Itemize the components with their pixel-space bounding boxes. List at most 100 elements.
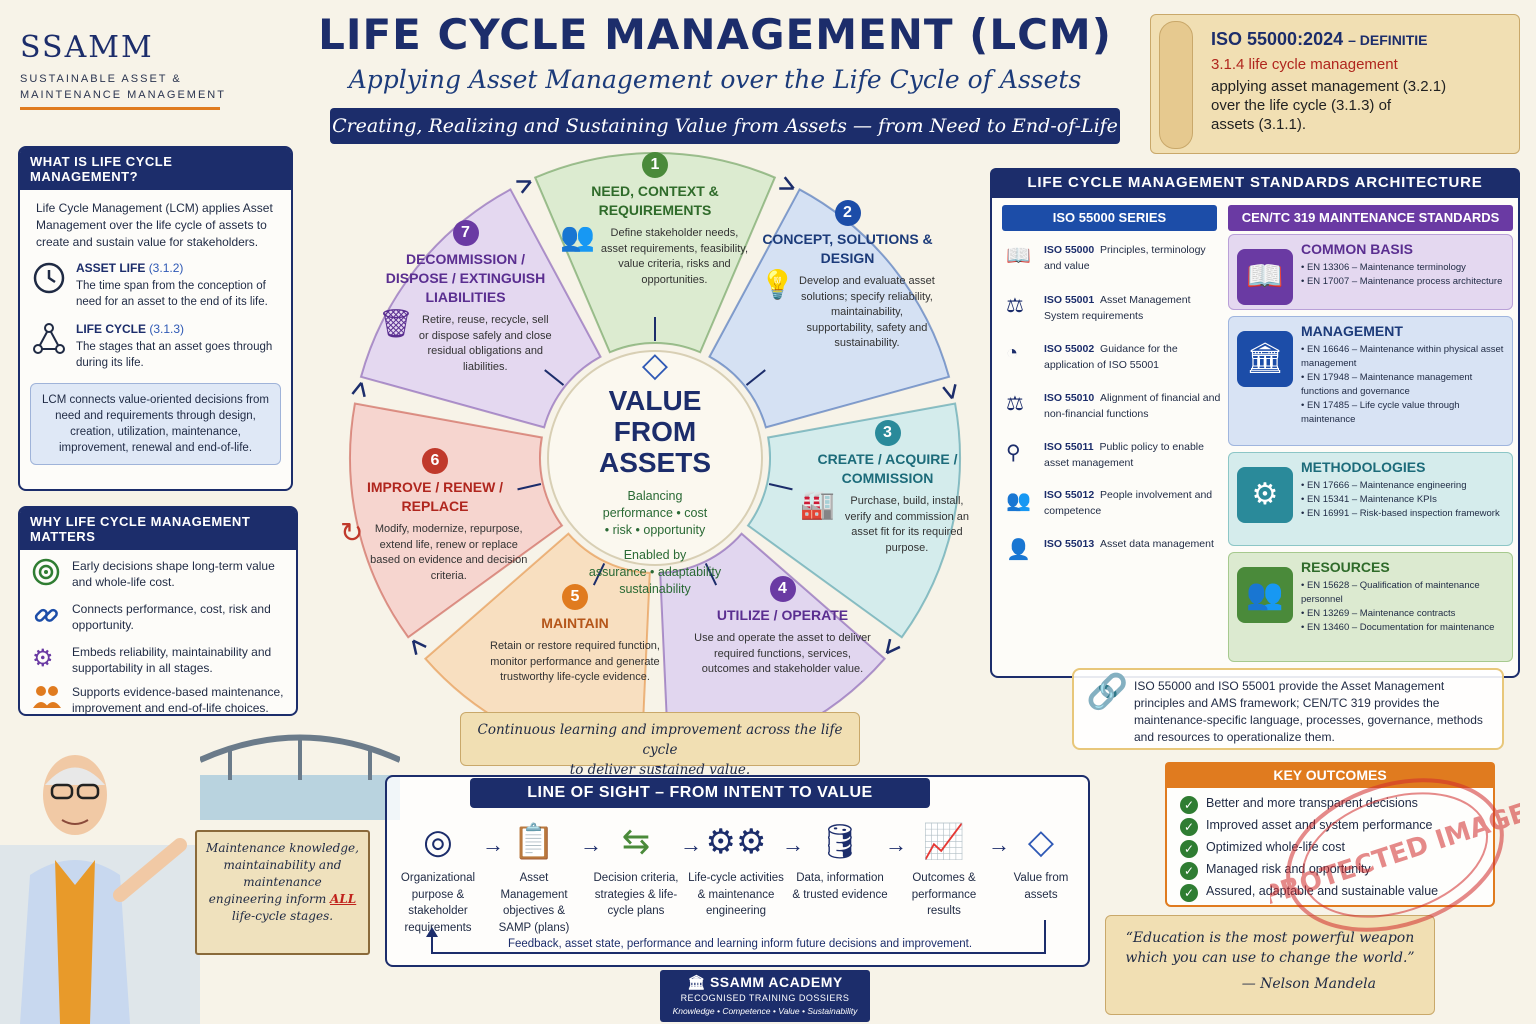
logo-tagline-1: SUSTAINABLE ASSET & <box>20 73 182 85</box>
los-step: ◇ Value from assets <box>996 822 1086 903</box>
arrow-right-icon: → <box>680 832 702 857</box>
outcome-text: Improved asset and system performance <box>1206 818 1433 832</box>
los-step-label: Outcomes & performance results <box>911 872 977 917</box>
iso-definition-heading: ISO 55000:2024 – DEFINITIE <box>1211 29 1501 50</box>
center-title: VALUE FROM ASSETS <box>540 385 770 478</box>
check-icon: ✓ <box>1180 818 1198 836</box>
standards-note-text: ISO 55000 and ISO 55001 provide the Asse… <box>1134 679 1483 744</box>
outcome-item: ✓ Improved asset and system performance <box>1180 818 1433 836</box>
target-icon <box>32 558 72 593</box>
cycle-arrow <box>942 384 957 400</box>
logo-tagline-2: MAINTENANCE MANAGEMENT <box>20 89 226 101</box>
academy-badge: 🏛 SSAMM ACADEMY RECOGNISED TRAINING DOSS… <box>660 970 870 1022</box>
why-item: ⚙ Embeds reliability, maintainability an… <box>20 636 296 676</box>
cycle-arrow <box>411 639 427 655</box>
iso-code: ISO 55001 <box>1044 294 1095 306</box>
feedback-loop-arrow <box>426 920 1046 954</box>
lightbulb-icon: 💡 <box>760 269 795 300</box>
continuous-learning-ribbon: Continuous learning and improvement acro… <box>460 712 860 778</box>
factory-icon: 🏭 <box>800 489 835 520</box>
diamond-icon: ◇ <box>1027 823 1055 861</box>
database-icon: 🛢 <box>818 823 862 861</box>
lamp-icon: ⚲ <box>1006 442 1021 464</box>
spoke-arrow <box>768 483 793 491</box>
logo-brand: SSAMM <box>20 30 154 65</box>
why-item: Early decisions shape long-term value an… <box>20 550 296 593</box>
iso-desc: Asset data management <box>1100 538 1214 550</box>
cycle-center-disc <box>547 350 763 566</box>
standards-note: 🔗 ISO 55000 and ISO 55001 provide the As… <box>1072 668 1504 750</box>
los-step-label: Organizational purpose & stakeholder req… <box>400 872 476 934</box>
outcome-item: ✓Assured, adaptable and sustainable valu… <box>1180 884 1438 902</box>
arrow-right-icon: → <box>482 832 504 857</box>
academy-name-text: SSAMM ACADEMY <box>709 974 843 990</box>
cen-resources: 👥 RESOURCES EN 15628 – Qualification of … <box>1228 552 1513 662</box>
standards-heading: LIFE CYCLE MANAGEMENT STANDARDS ARCHITEC… <box>990 168 1520 198</box>
cycle-arrow <box>516 180 532 194</box>
iso-definition-term: 3.1.4 life cycle management <box>1211 56 1398 73</box>
los-step: 📋 Asset Management objectives & SAMP (pla… <box>486 822 582 936</box>
outcome-text: Managed risk and opportunity <box>1206 862 1371 876</box>
spoke-arrow <box>745 369 766 386</box>
iso-desc: Public policy to enable asset management <box>1044 441 1204 469</box>
spoke-arrow <box>517 483 542 491</box>
stage-title: CONCEPT, SOLUTIONS & DESIGN <box>762 231 933 266</box>
los-step-label: Value from assets <box>1013 872 1069 901</box>
check-icon: ✓ <box>1180 884 1198 902</box>
cen-item: EN 13269 – Maintenance contracts <box>1301 607 1504 621</box>
asset-life-desc: The time span from the conception of nee… <box>76 280 268 308</box>
balancing-line: performance • cost <box>602 506 708 520</box>
line-of-sight-heading: LINE OF SIGHT – FROM INTENT TO VALUE <box>470 778 930 808</box>
iso-code: ISO 55010 <box>1044 392 1095 404</box>
iso-desc: Principles, terminology and value <box>1044 244 1206 272</box>
spoke-arrow <box>592 562 606 586</box>
building-icon: 🏛 <box>687 974 706 990</box>
what-is-lcm-panel: WHAT IS LIFE CYCLE MANAGEMENT? Life Cycl… <box>18 146 293 491</box>
people-icon <box>32 684 72 717</box>
iso-definition-line: applying asset management (3.2.1) <box>1211 78 1447 95</box>
link-icon <box>32 601 72 636</box>
enabled-label: Enabled by <box>623 548 687 562</box>
outcome-item: ✓Managed risk and opportunity <box>1180 862 1371 880</box>
cycle-arrows-icon: ↻ <box>340 517 364 548</box>
asset-life-label: ASSET LIFE <box>76 261 146 275</box>
iso-desc: Asset Management System requirements <box>1044 294 1191 322</box>
iso-desc: Alignment of financial and non-financial… <box>1044 392 1221 420</box>
stage-segment-6 <box>349 402 564 639</box>
target-icon: ◎ <box>423 823 453 861</box>
spoke-arrow <box>704 562 718 586</box>
cen-group-title: METHODOLOGIES <box>1301 459 1426 475</box>
stage-title: CREATE / ACQUIRE / COMMISSION <box>817 451 958 486</box>
stage-number: 7 <box>452 220 479 246</box>
stage-1: 1 NEED, CONTEXT & REQUIREMENTS 👥 Define … <box>560 152 750 288</box>
learning-line: to deliver sustained value. <box>569 762 751 778</box>
arrow-right-icon: → <box>988 832 1010 857</box>
life-cycle-label: LIFE CYCLE <box>76 322 147 336</box>
iso-code: ISO 55002 <box>1044 343 1095 355</box>
academy-subtitle: RECOGNISED TRAINING DOSSIERS <box>680 993 850 1003</box>
presenter-illustration <box>0 725 200 1024</box>
why-lcm-heading: WHY LIFE CYCLE MANAGEMENT MATTERS <box>20 508 296 550</box>
cen-item: EN 17007 – Maintenance process architect… <box>1301 275 1504 289</box>
cycle-arrow <box>779 176 795 190</box>
iso-standard: ⚲ISO 55011 Public policy to enable asset… <box>1006 440 1221 472</box>
quote-scroll: “Education is the most powerful weapon w… <box>1105 915 1435 1015</box>
iso-code: ISO 55012 <box>1044 489 1095 501</box>
stage-segment-2 <box>708 188 951 429</box>
stage-desc: Purchase, build, install, verify and com… <box>844 495 969 554</box>
iso-code: ISO 55013 <box>1044 538 1095 550</box>
why-lcm-panel: WHY LIFE CYCLE MANAGEMENT MATTERS Early … <box>18 506 298 716</box>
cen-item: EN 13306 – Maintenance terminology <box>1301 261 1504 275</box>
learning-line: Continuous learning and improvement acro… <box>477 722 843 758</box>
los-step-label: Asset Management objectives & SAMP (plan… <box>498 872 570 934</box>
why-item-text: Early decisions shape long-term value an… <box>72 559 275 589</box>
why-item: Supports evidence-based maintenance, imp… <box>20 676 296 717</box>
stage-title: DECOMMISSION / DISPOSE / EXTINGUISH LIAB… <box>385 251 546 305</box>
check-icon: ✓ <box>1180 796 1198 814</box>
checklist-icon: 📋 <box>512 823 556 861</box>
iso-definition-suffix: – DEFINITIE <box>1348 32 1428 48</box>
bar-chart-icon: 📈 <box>922 823 966 861</box>
page-title: LIFE CYCLE MANAGEMENT (LCM) <box>318 10 1112 59</box>
gears-icon: ⚙⚙ <box>705 823 767 861</box>
quote-text: “Education is the most powerful weapon w… <box>1125 930 1415 966</box>
